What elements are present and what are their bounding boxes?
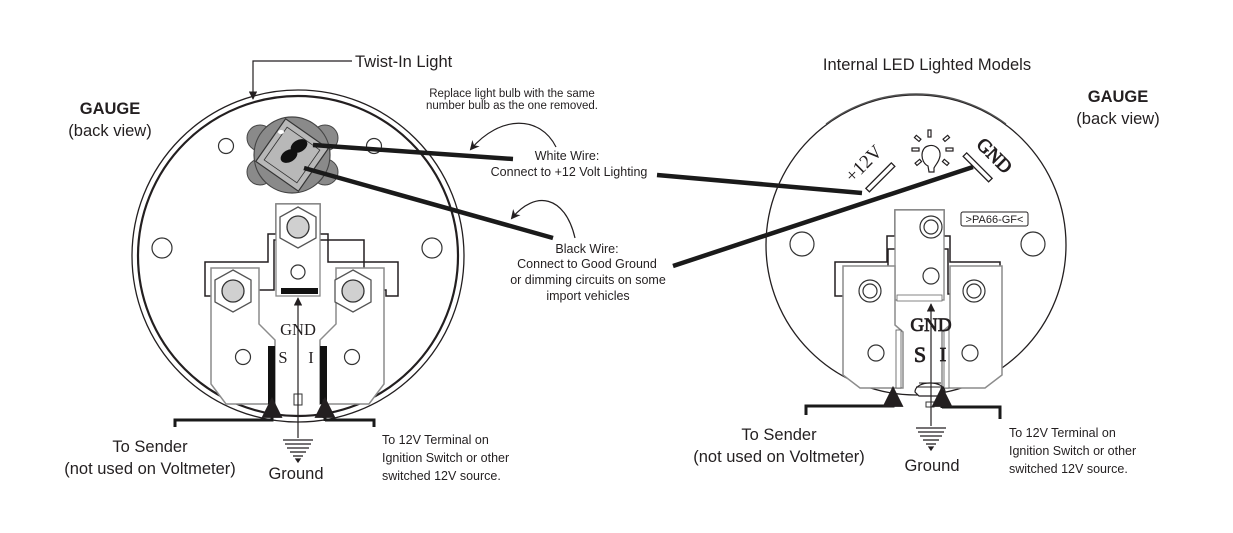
- mount-hole: [421, 237, 443, 259]
- white-wire: [312, 142, 863, 196]
- mount-hole: [1020, 231, 1046, 257]
- left-ignition-line1: To 12V Terminal on: [382, 433, 489, 447]
- mount-hole: [151, 237, 173, 259]
- left-ground-symbol-icon: [283, 439, 313, 464]
- right-gauge-subtitle: (back view): [1076, 110, 1159, 128]
- twist-in-light-socket: [246, 116, 339, 194]
- bulb-note-line2: number bulb as the one removed.: [426, 100, 598, 112]
- material-mark-box: [960, 211, 1029, 227]
- twist-in-light-label: Twist-In Light: [355, 53, 453, 71]
- right-terminal-block: [834, 209, 1003, 408]
- right-gauge: Internal LED Lighted Models GAUGE (back …: [693, 56, 1159, 476]
- right-ignition-lead: [942, 405, 1002, 419]
- left-ignition-line2: Ignition Switch or other: [382, 451, 509, 465]
- right-sender-line1: To Sender: [741, 426, 817, 444]
- left-gauge-title: GAUGE: [80, 100, 141, 118]
- left-terminal-block: [204, 203, 399, 406]
- left-gauge: GAUGE (back view) Twist-In Light Replace…: [64, 53, 598, 483]
- right-terminal-i-label: I: [940, 344, 947, 366]
- black-wire-callout-arrow-icon: [510, 200, 576, 239]
- left-sender-line1: To Sender: [112, 438, 188, 456]
- gnd-pad: [962, 151, 994, 183]
- white-wire-callout-arrow-icon: [469, 122, 557, 151]
- right-terminal-s-label: S: [914, 342, 926, 367]
- right-gauge-title: GAUGE: [1088, 88, 1149, 106]
- left-sender-line2: (not used on Voltmeter): [64, 460, 236, 478]
- left-sender-lead: [173, 396, 283, 427]
- light-bulb-icon: [911, 129, 954, 173]
- right-gauge-rim-arc: [825, 93, 1007, 125]
- right-gauge-body: [765, 94, 1067, 396]
- right-sender-lead: [804, 385, 904, 415]
- left-ignition-line3: switched 12V source.: [382, 469, 501, 483]
- left-terminal-i-label: I: [308, 348, 314, 367]
- bulb-note-line1: Replace light bulb with the same: [429, 88, 595, 100]
- white-wire-title: White Wire:: [535, 149, 600, 163]
- right-ignition-line3: switched 12V source.: [1009, 462, 1128, 476]
- plus12v-pad: [864, 161, 896, 193]
- black-wire-line1: Connect to Good Ground: [517, 257, 657, 271]
- right-ignition-line2: Ignition Switch or other: [1009, 444, 1136, 458]
- right-ground-label: Ground: [904, 457, 959, 475]
- black-wire-line2: or dimming circuits on some: [510, 273, 666, 287]
- white-wire-desc: Connect to +12 Volt Lighting: [491, 165, 648, 179]
- left-ground-label: Ground: [268, 465, 323, 483]
- mount-hole: [789, 231, 815, 257]
- left-terminal-s-label: S: [278, 348, 287, 367]
- black-wire: [303, 164, 974, 269]
- left-gauge-subtitle: (back view): [68, 122, 151, 140]
- right-sender-line2: (not used on Voltmeter): [693, 448, 865, 466]
- material-mark: >PA66-GF<: [966, 214, 1024, 226]
- black-wire-title: Black Wire:: [555, 242, 618, 256]
- twist-in-light-leader: [248, 60, 352, 100]
- right-gauge-heading: Internal LED Lighted Models: [823, 56, 1031, 74]
- right-ground-symbol-icon: [916, 427, 946, 452]
- black-wire-line3: import vehicles: [546, 289, 629, 303]
- mount-hole: [217, 137, 235, 155]
- right-ignition-line1: To 12V Terminal on: [1009, 426, 1116, 440]
